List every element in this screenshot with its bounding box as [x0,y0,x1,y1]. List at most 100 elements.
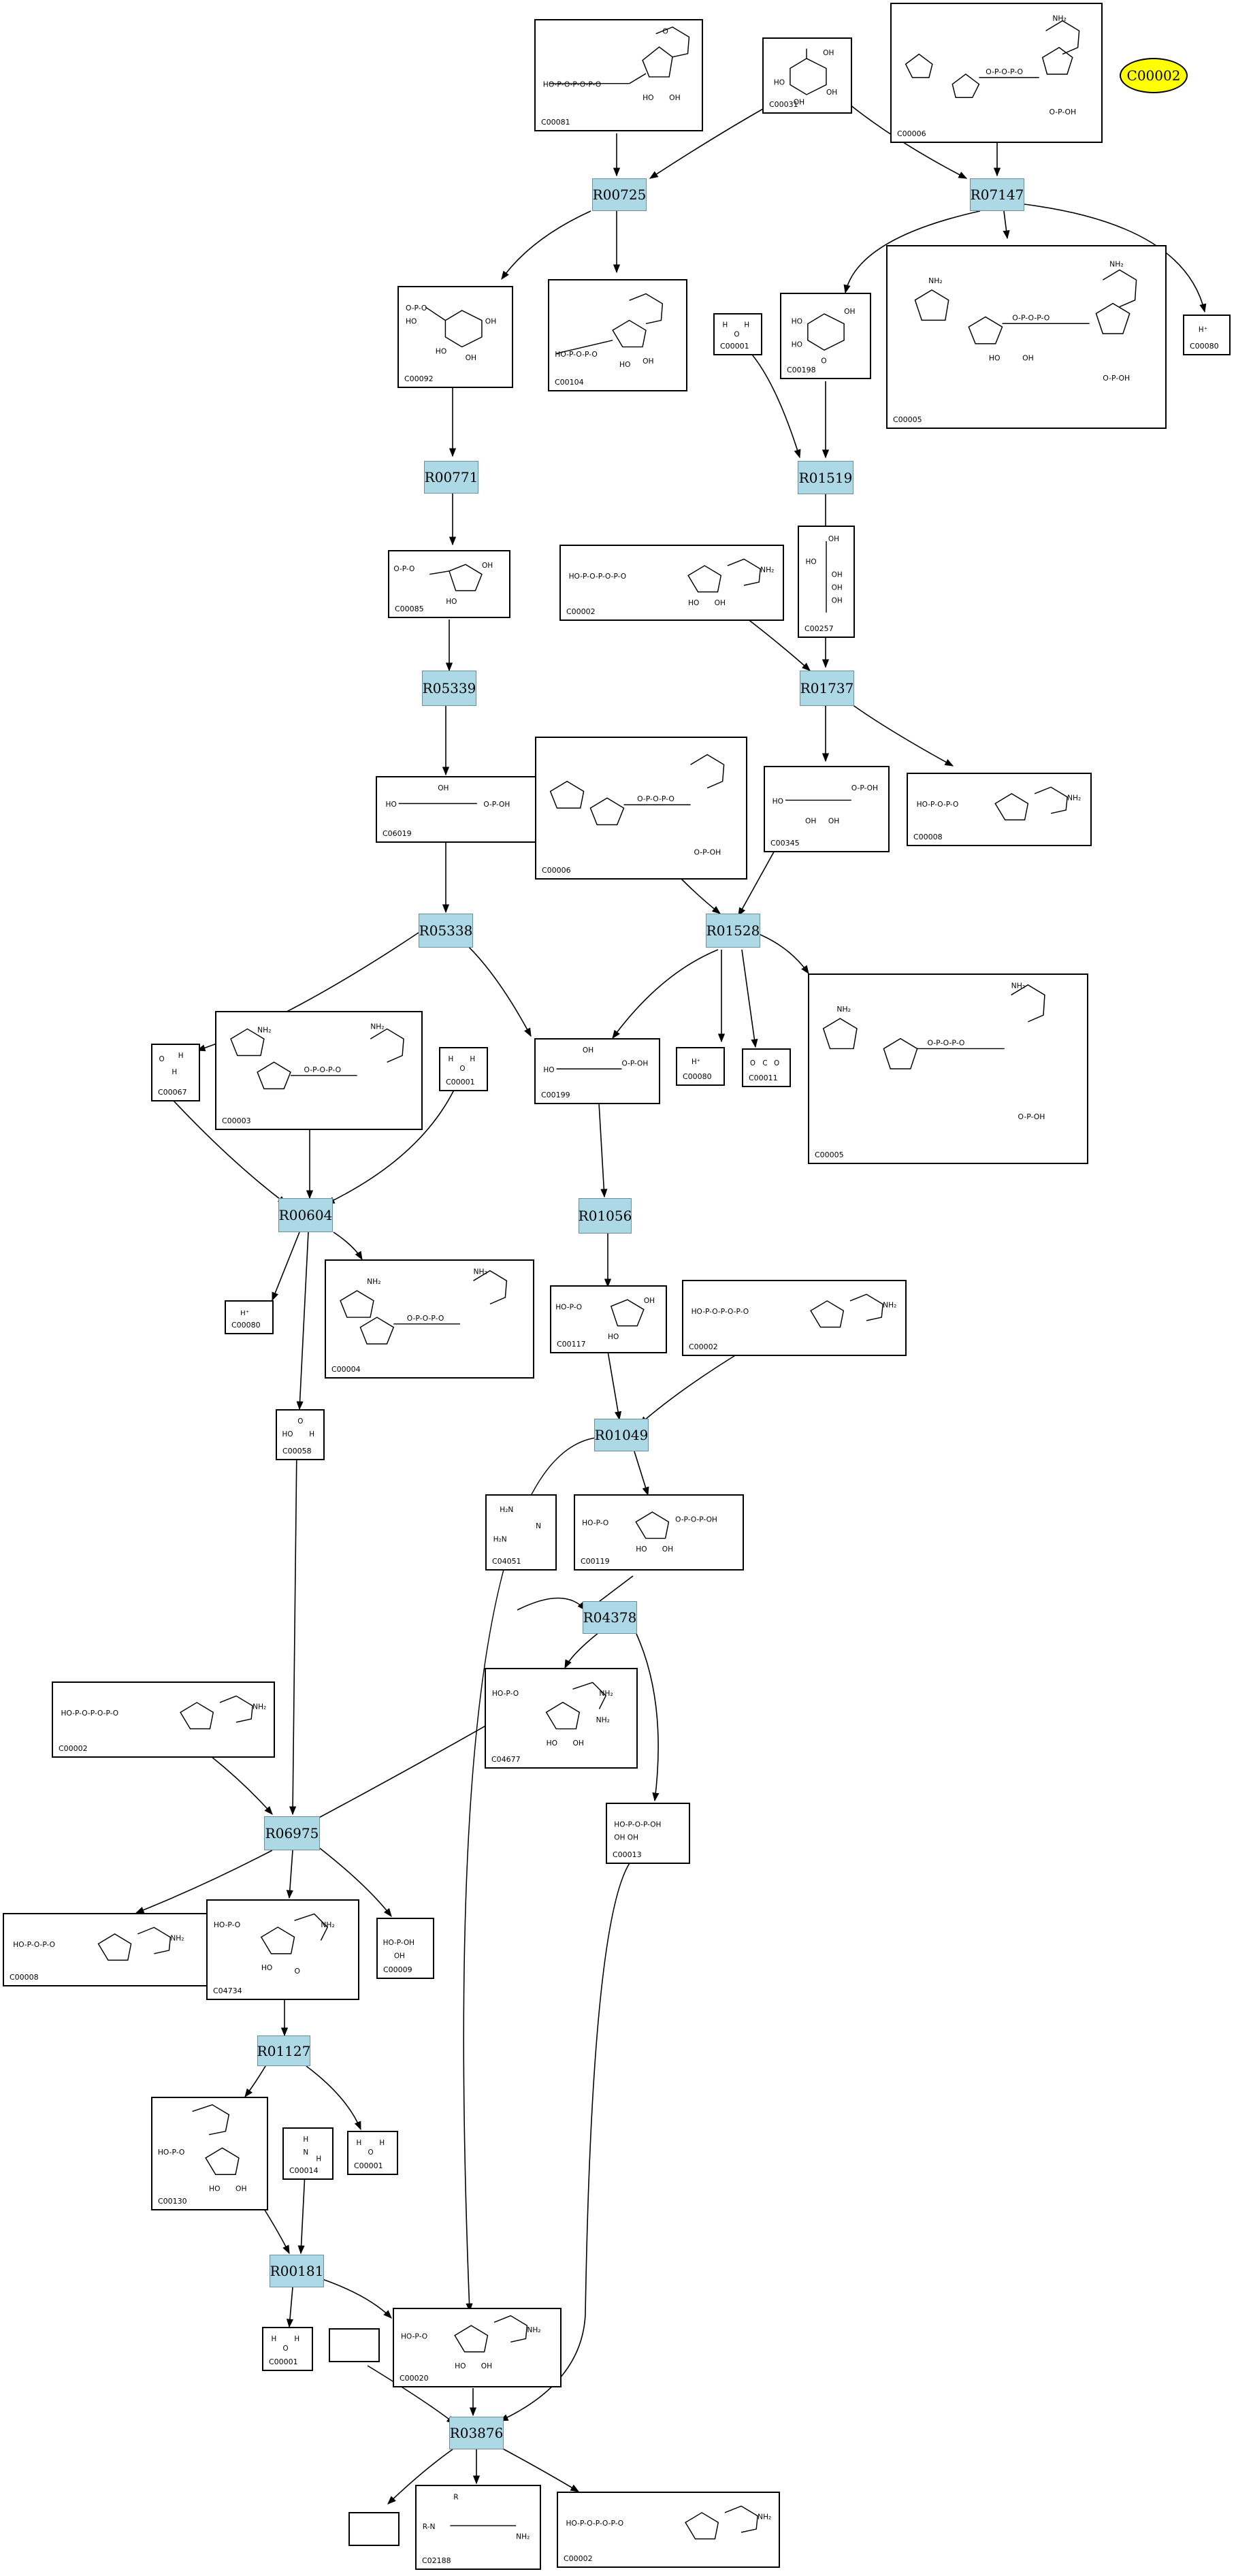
reaction-r05338[interactable]: R05338 [419,914,473,948]
reaction-r00181[interactable]: R00181 [270,2255,324,2287]
reaction-r05339[interactable]: R05339 [422,671,476,706]
compound-id: C00058 [282,1447,312,1455]
compound-id: C00001 [446,1078,475,1086]
reaction-r03876[interactable]: R03876 [449,2417,504,2449]
svg-text:H: H [316,2155,321,2163]
structure-water-icon: HOH [272,2335,300,2353]
reaction-r00771[interactable]: R00771 [424,461,478,494]
svg-text:O: O [734,331,739,339]
compound-id: C00006 [542,866,571,875]
reaction-r01519[interactable]: R01519 [798,461,853,494]
compound-c00080-a[interactable]: H⁺C00080 [1183,315,1231,355]
svg-text:O-P-OH: O-P-OH [1049,108,1076,116]
compound-id: C00006 [897,129,926,138]
compound-id: C00005 [815,1150,844,1159]
svg-text:O-P-OH: O-P-OH [483,801,510,809]
compound-c00080-b[interactable]: H⁺C00080 [676,1047,725,1086]
svg-text:HO-P-O-P-O: HO-P-O-P-O [555,350,598,359]
reaction-r01127[interactable]: R01127 [257,2035,310,2066]
svg-text:HO: HO [386,801,397,809]
reaction-r01056[interactable]: R01056 [579,1198,632,1234]
svg-text:HO: HO [543,1066,554,1074]
reaction-r00604[interactable]: R00604 [278,1198,333,1232]
svg-text:O-P-O: O-P-O [406,304,427,312]
svg-text:N: N [303,2148,308,2157]
svg-text:O-P-OH: O-P-OH [1018,1112,1045,1121]
reaction-r00725[interactable]: R00725 [592,178,647,211]
reaction-r06975[interactable]: R06975 [264,1816,320,1850]
reaction-r01049[interactable]: R01049 [594,1419,649,1451]
svg-text:O: O [774,1060,779,1067]
compound-empty-box-1[interactable] [329,2328,380,2362]
svg-text:H: H [448,1055,453,1063]
reaction-r07147[interactable]: R07147 [970,178,1024,211]
svg-text:OH: OH [794,98,804,106]
svg-text:R-N: R-N [423,2522,436,2531]
svg-text:OH: OH [826,88,837,97]
compound-id: C00001 [269,2357,298,2366]
highlight-compound-c00002[interactable]: C00002 [1120,58,1188,93]
compound-empty-box-2[interactable] [348,2512,400,2546]
compound-c00080-c[interactable]: H⁺C00080 [225,1300,274,1334]
svg-text:O: O [459,1065,465,1073]
svg-text:O-P-OH: O-P-OH [1103,374,1130,383]
svg-text:HO-P-OH: HO-P-OH [383,1939,414,1947]
svg-text:HO: HO [406,317,417,326]
compound-id: C00117 [557,1340,586,1349]
svg-text:NH₂: NH₂ [599,1689,613,1698]
compound-id: C00002 [566,607,596,616]
reaction-r01528[interactable]: R01528 [706,914,760,948]
compound-id: C00001 [720,342,749,351]
svg-text:NH₂: NH₂ [928,276,943,285]
reaction-r04378[interactable]: R04378 [583,1601,637,1634]
svg-text:OH: OH [832,583,843,592]
svg-text:O-P-OH: O-P-OH [694,848,721,857]
reaction-r01737[interactable]: R01737 [800,671,854,706]
